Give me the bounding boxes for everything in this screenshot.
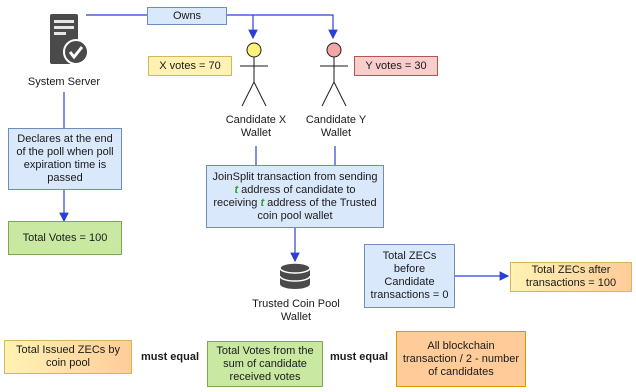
x-votes-box: X votes = 70 (148, 56, 232, 76)
candidate-y-label: Candidate Y Wallet (305, 114, 367, 139)
total-before-box: Total ZECs before Candidate transactions… (364, 244, 455, 308)
joinsplit-text: JoinSplit transaction from sending t add… (212, 170, 378, 222)
stick-figure-icon (240, 42, 268, 107)
y-votes-box: Y votes = 30 (354, 56, 438, 76)
server-label: System Server (27, 76, 101, 88)
must-equal-label-2: must equal (329, 351, 389, 363)
owns-edge-label: Owns (147, 7, 227, 25)
total-votes-box: Total Votes = 100 (8, 221, 122, 255)
must-equal-label-1: must equal (140, 351, 200, 363)
blockchain-box: All blockchain transaction / 2 - number … (396, 331, 526, 387)
database-icon (279, 262, 311, 289)
sum-votes-box: Total Votes from the sum of candidate re… (207, 341, 323, 387)
total-after-box: Total ZECs after transactions = 100 (510, 262, 632, 292)
joinsplit-box: JoinSplit transaction from sending t add… (206, 165, 384, 228)
server-check-icon (50, 14, 89, 65)
stick-figure-icon (320, 42, 348, 107)
pool-label: Trusted Coin Pool Wallet (252, 298, 340, 323)
declares-box: Declares at the end of the poll when pol… (8, 128, 122, 190)
candidate-x-label: Candidate X Wallet (225, 114, 287, 139)
owns-edge-y (253, 14, 338, 40)
issued-box: Total Issued ZECs by coin pool (4, 340, 132, 374)
